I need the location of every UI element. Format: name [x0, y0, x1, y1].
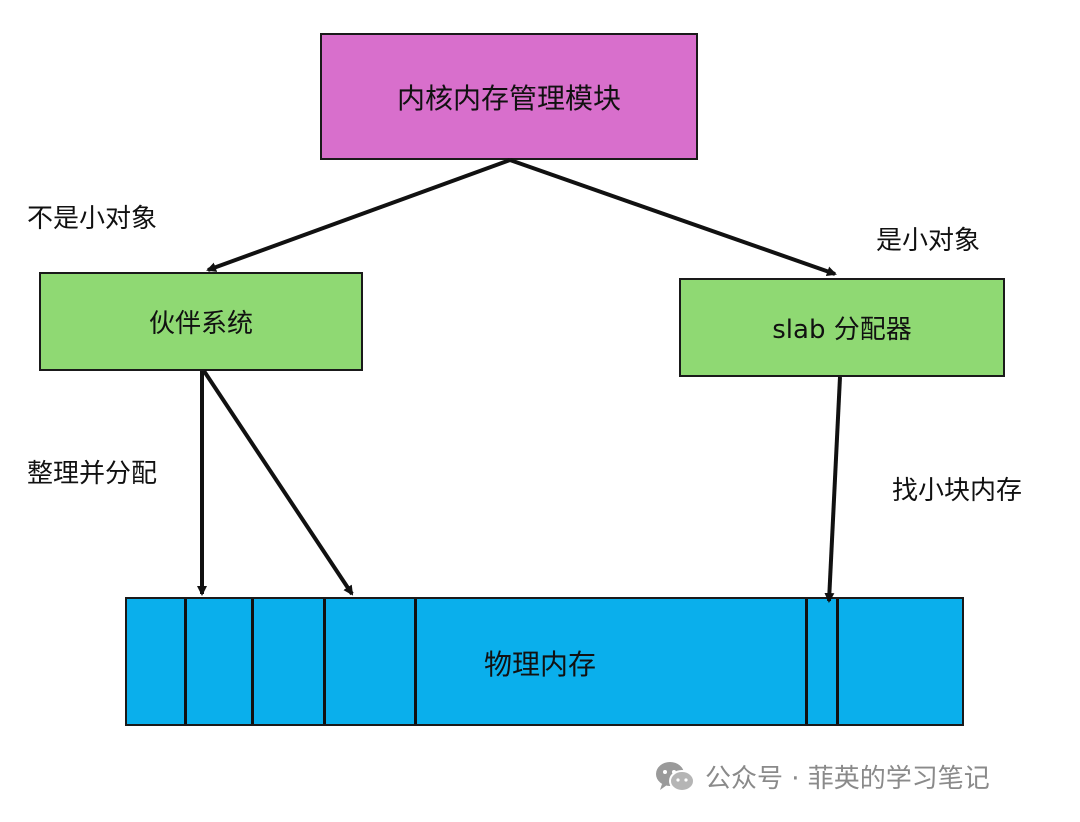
memory-block-divider: [836, 599, 839, 724]
memory-block-divider: [251, 599, 254, 724]
buddy-system-node: 伙伴系统: [39, 272, 363, 371]
arrow-slab-to-small-block: [824, 376, 842, 603]
memory-block-divider: [805, 599, 808, 724]
arrow-kernel-to-slab: [509, 158, 837, 277]
physical-memory-node: 物理内存: [125, 597, 964, 726]
edge-label-find-small-block: 找小块内存: [892, 476, 1023, 506]
kernel-memory-module-node: 内核内存管理模块: [320, 33, 698, 160]
arrow-buddy-to-memory-block: [202, 369, 354, 596]
edge-label-is-small-object: 是小对象: [876, 226, 981, 256]
memory-block-divider: [184, 599, 187, 724]
wechat-icon: [656, 761, 695, 792]
edge-label-sort-and-allocate: 整理并分配: [27, 459, 158, 489]
slab-allocator-node: slab 分配器: [679, 278, 1005, 377]
slab-allocator-label: slab 分配器: [772, 315, 912, 345]
edge-label-not-small-object: 不是小对象: [27, 204, 158, 234]
arrow-kernel-to-buddy: [206, 158, 511, 272]
memory-block-divider: [414, 599, 417, 724]
watermark-text: 公众号 · 菲英的学习笔记: [705, 764, 990, 794]
buddy-system-label: 伙伴系统: [148, 309, 253, 339]
physical-memory-label: 物理内存: [484, 648, 597, 681]
memory-block-divider: [323, 599, 326, 724]
watermark: 公众号 · 菲英的学习笔记: [655, 758, 990, 795]
kernel-memory-module-label: 内核内存管理模块: [396, 81, 621, 115]
